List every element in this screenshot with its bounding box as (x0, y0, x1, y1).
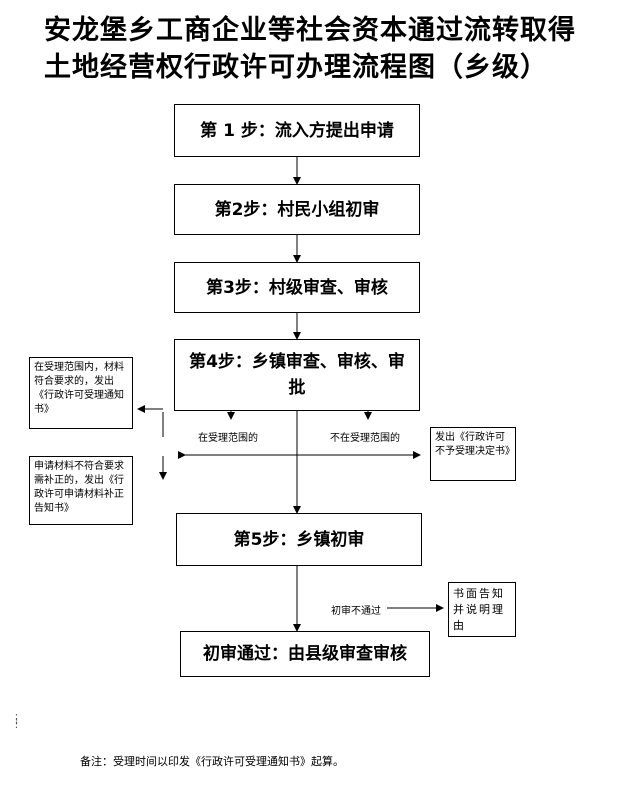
supplement-note: 申请材料不符合要求需补正的，发出《行政许可申请材料补正告知书》 (29, 456, 133, 525)
step4-label: 第4步：乡镇审查、审核、审批 (189, 352, 405, 398)
written-note: 书面告知并说明理由 (448, 582, 516, 637)
step1-box: 第 1 步：流入方提出申请 (174, 104, 420, 157)
initial-fail-label: 初审不通过 (331, 606, 381, 617)
step3-box: 第3步：村级审查、审核 (174, 262, 420, 313)
accept-note: 在受理范围内，材料符合要求的，发出《行政许可受理通知书》 (29, 357, 133, 429)
in-scope-label: 在受理范围的 (198, 433, 258, 444)
step2-label: 第2步：村民小组初审 (214, 199, 380, 220)
final-label: 初审通过：由县级审查审核 (203, 644, 407, 664)
page-title: 安龙堡乡工商企业等社会资本通过流转取得土地经营权行政许可办理流程图（乡级） (44, 15, 576, 83)
step5-label: 第5步：乡镇初审 (233, 529, 365, 550)
step5-box: 第5步：乡镇初审 (176, 513, 422, 566)
out-of-scope-label: 不在受理范围的 (330, 433, 400, 444)
final-box: 初审通过：由县级审查审核 (180, 631, 430, 677)
step4-box: 第4步：乡镇审查、审核、审批 (174, 339, 420, 411)
drag-handle-icon[interactable]: ⋮⋮ (11, 712, 22, 730)
step2-box: 第2步：村民小组初审 (174, 184, 420, 235)
step1-label: 第 1 步：流入方提出申请 (200, 120, 394, 141)
reject-note: 发出《行政许可不予受理决定书》 (430, 427, 516, 481)
step3-label: 第3步：村级审查、审核 (206, 277, 388, 298)
footer-note: 备注：受理时间以印发《行政许可受理通知书》起算。 (80, 755, 344, 768)
